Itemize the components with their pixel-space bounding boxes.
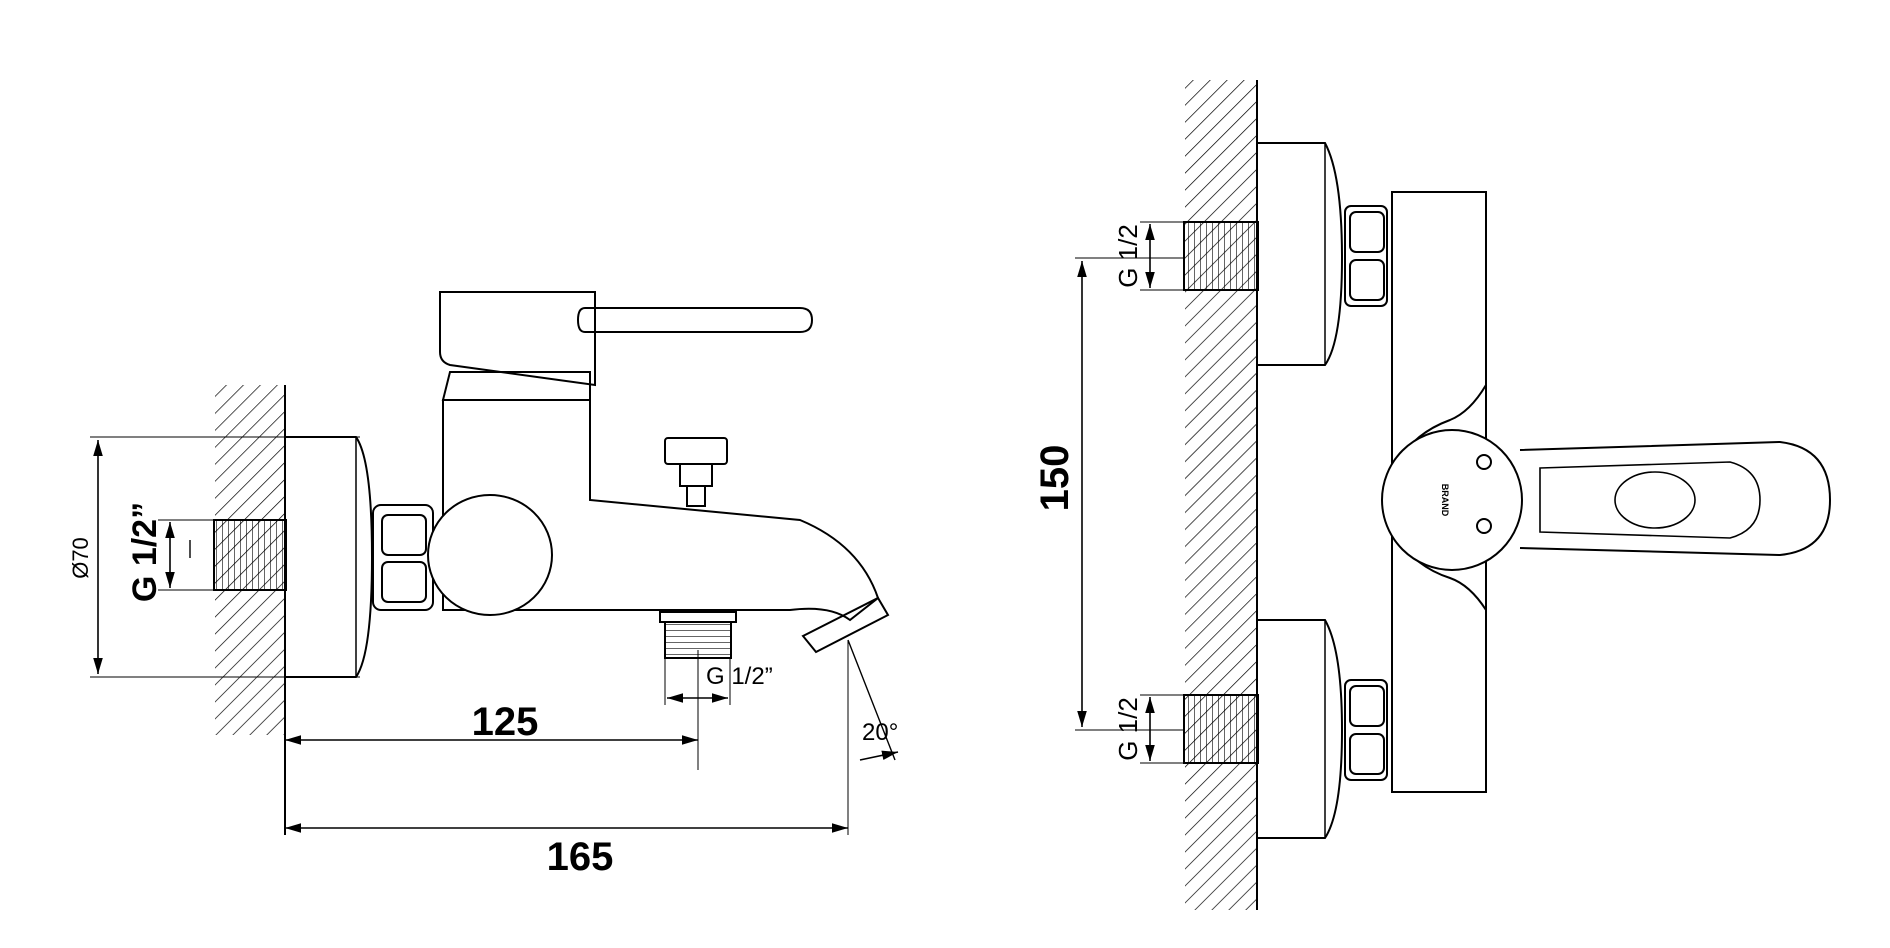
dim-diameter-label: Ø70 <box>68 537 93 579</box>
lower-flange-front <box>1258 619 1344 839</box>
upper-flange-front <box>1258 142 1344 366</box>
lower-thread-label: G 1/2 <box>1113 697 1143 761</box>
brand-mark: BRAND <box>1440 484 1450 517</box>
front-labels: 150 G 1/2 G 1/2 BRAND <box>1033 224 1450 761</box>
hex-nut-side <box>372 504 434 611</box>
handle-base <box>441 371 591 401</box>
side-labels: Ø70 G 1/2” 125 165 G 1/2” 20° <box>68 502 898 879</box>
dim-150-label: 150 <box>1033 445 1077 512</box>
inlet-thread-label: G 1/2” <box>126 502 164 602</box>
spout-tip <box>801 596 890 654</box>
lower-inlet-thread <box>1183 694 1259 764</box>
upper-thread-label: G 1/2 <box>1113 224 1143 288</box>
dim-165-label: 165 <box>547 835 614 879</box>
lower-hex-nut <box>1344 679 1388 781</box>
outlet-thread-label: G 1/2” <box>706 663 773 690</box>
wall-flange-side <box>286 436 374 678</box>
side-view <box>213 291 890 835</box>
lever <box>576 307 814 333</box>
front-dimensions <box>1075 221 1185 764</box>
diverter-knob <box>664 437 728 507</box>
side-dimensions <box>90 436 899 835</box>
inlet-thread-side <box>213 519 287 591</box>
lever-front <box>1519 440 1832 557</box>
front-view <box>1183 80 1832 910</box>
body-bulb <box>427 494 553 616</box>
spout-angle-label: 20° <box>862 719 898 746</box>
upper-inlet-thread <box>1183 221 1259 291</box>
wall-side <box>215 385 286 835</box>
upper-hex-nut <box>1344 205 1388 307</box>
dim-125-label: 125 <box>472 700 539 744</box>
handle-cap <box>439 291 596 387</box>
wall-front <box>1185 80 1258 910</box>
